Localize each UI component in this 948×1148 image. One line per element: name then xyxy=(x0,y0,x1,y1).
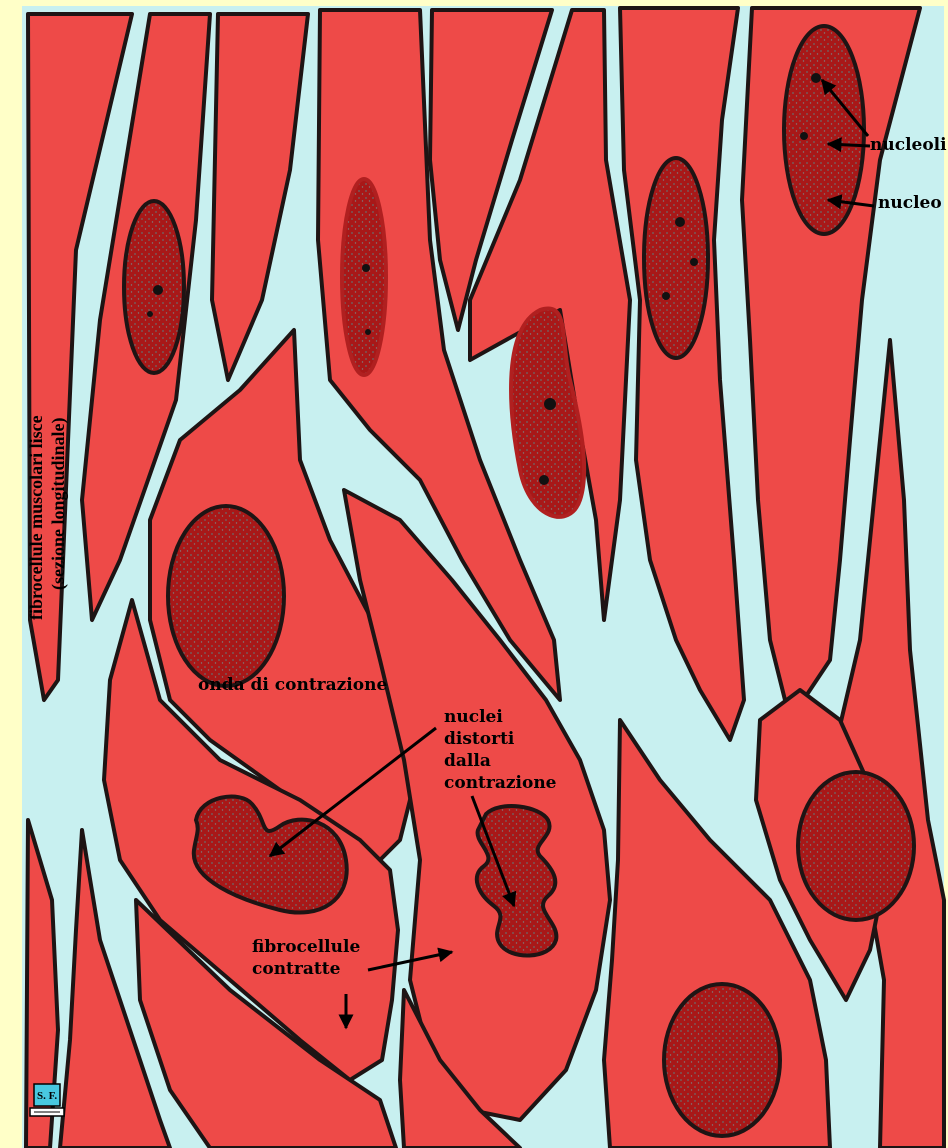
side-label-line1: fibrocellule muscolari lisce xyxy=(26,415,46,620)
label-onda-di-contrazione: onda di contrazione xyxy=(198,675,387,695)
nucleolus xyxy=(662,292,670,300)
nucleus xyxy=(644,158,708,358)
label-line: distorti xyxy=(444,729,515,749)
arrow-icon xyxy=(828,144,870,146)
label-line: nuclei xyxy=(444,707,503,727)
label-line: fibrocellule xyxy=(252,937,360,957)
side-label-line2: (sezione longitudinale) xyxy=(48,417,69,590)
label-nucleoli: nucleoli xyxy=(870,135,947,155)
side-label: fibrocellule muscolari lisce (sezione lo… xyxy=(26,415,69,620)
nucleolus xyxy=(675,217,685,227)
nucleolus xyxy=(544,398,556,410)
nucleus xyxy=(798,772,914,920)
nucleus xyxy=(342,179,386,375)
nucleolus xyxy=(147,311,153,317)
label-line: dalla xyxy=(444,751,491,771)
nucleus xyxy=(664,984,780,1136)
nucleolus xyxy=(153,285,163,295)
nucleolus xyxy=(811,73,821,83)
nucleolus xyxy=(539,475,549,485)
logo-text: S. F. xyxy=(37,1090,57,1102)
nucleolus xyxy=(362,264,370,272)
label-nucleo: nucleo xyxy=(878,193,942,213)
label-line: contratte xyxy=(252,959,341,979)
nucleolus xyxy=(690,258,698,266)
nucleolus xyxy=(365,329,371,335)
logo-icon: S. F. xyxy=(30,1084,64,1116)
nucleolus xyxy=(800,132,808,140)
label-line: contrazione xyxy=(444,773,557,793)
nucleus xyxy=(168,506,284,686)
